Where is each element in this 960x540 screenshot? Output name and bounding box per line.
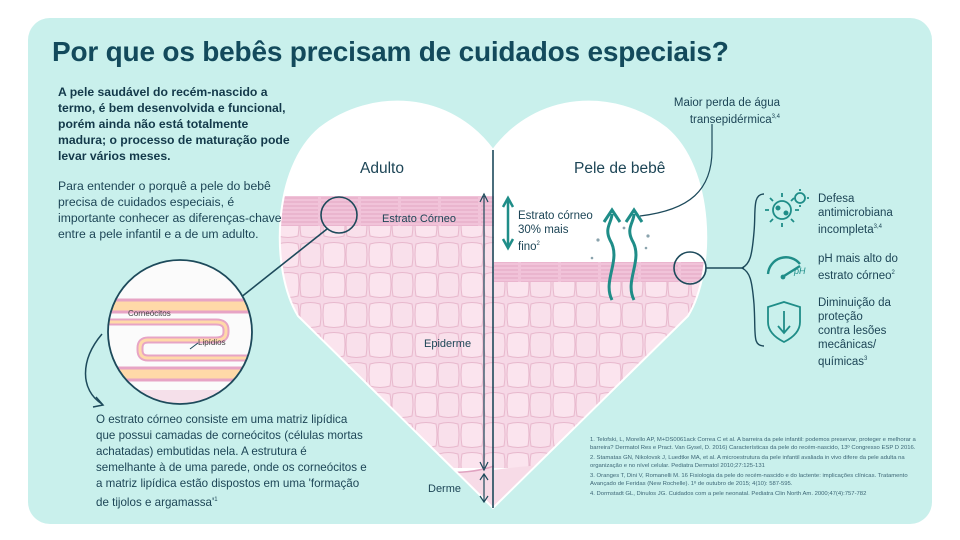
baby-stratum-line1: Estrato córneo bbox=[518, 210, 593, 222]
water-loss-arrows bbox=[602, 207, 644, 301]
reference-4: 4. Dormstadt GL, Dinulos JG. Cuidados co… bbox=[590, 491, 867, 497]
bricks-mortar-sup: 1 bbox=[214, 497, 218, 503]
feature-protection-line3: contra lesões bbox=[818, 325, 887, 337]
feature-protection-sup: 3 bbox=[864, 356, 868, 362]
reference-2: 2. Stamatas GN, Nikolovsk J, Luedtke MA,… bbox=[590, 455, 905, 469]
baby-stratum-label: Estrato córneo 30% mais fino2 bbox=[518, 209, 593, 254]
water-loss-sup: 3,4 bbox=[771, 114, 780, 120]
feature-protection: Diminuição da proteção contra lesões mec… bbox=[818, 296, 891, 369]
feature-antimicrobial: Defesa antimicrobiana incompleta3,4 bbox=[818, 192, 893, 237]
corneocytes-label: Corneócitos bbox=[128, 309, 171, 318]
bacteria-icon bbox=[765, 189, 809, 227]
references: 1. Telofski, L, Morello AP, M+DS0061ack … bbox=[590, 436, 920, 500]
adult-stratum-label: Estrato Córneo bbox=[382, 213, 456, 225]
explanation-text: Para entender o porquê a pele do bebê pr… bbox=[58, 179, 282, 241]
baby-stratum-sup: 2 bbox=[536, 241, 540, 247]
adult-thickness-arrow bbox=[479, 192, 489, 504]
feature-protection-line2: proteção bbox=[818, 311, 863, 323]
dermis-label: Derme bbox=[428, 483, 462, 495]
intro-text: A pele saudável do recém-nascido a termo… bbox=[58, 85, 290, 163]
water-loss-line1: Maior perda de água bbox=[673, 97, 780, 109]
inset-pointer-arrow bbox=[84, 333, 103, 405]
feature-ph-line2: estrato córneo bbox=[818, 269, 892, 282]
ph-gauge-icon bbox=[766, 256, 801, 280]
baby-stratum-arrow bbox=[501, 195, 515, 251]
feature-antimicrobial-line3: incompleta bbox=[818, 223, 874, 236]
water-droplets bbox=[590, 226, 650, 260]
reference-1: 1. Telofski, L, Morello AP, M+DS0061ack … bbox=[590, 437, 916, 451]
water-loss-label: Maior perda de água transepidérmica3,4 bbox=[658, 96, 780, 127]
shield-icon bbox=[767, 301, 801, 344]
page-title: Por que os bebês precisam de cuidados es… bbox=[52, 36, 729, 67]
feature-ph-line1: pH mais alto do bbox=[818, 253, 898, 265]
water-loss-line2: transepidérmica bbox=[689, 113, 772, 126]
lipids-label: Lipídios bbox=[198, 338, 226, 347]
bricks-mortar-text: O estrato córneo consiste em uma matriz … bbox=[96, 412, 368, 511]
feature-ph: pH mais alto do estrato córneo2 bbox=[818, 252, 898, 283]
zoom-connector bbox=[239, 228, 328, 299]
feature-antimicrobial-line2: antimicrobiana bbox=[818, 207, 893, 219]
ph-badge: pH bbox=[794, 266, 806, 276]
feature-protection-line4: mecânicas/ bbox=[818, 339, 877, 351]
baby-stratum-line3: fino bbox=[518, 240, 537, 253]
adult-zoom-circle bbox=[320, 196, 358, 234]
adult-title: Adulto bbox=[360, 160, 404, 177]
bricks-mortar-body: O estrato córneo consiste em uma matriz … bbox=[96, 413, 367, 509]
epidermis-label: Epiderme bbox=[424, 338, 472, 350]
feature-ph-sup: 2 bbox=[891, 270, 895, 276]
feature-protection-line1: Diminuição da bbox=[818, 297, 891, 309]
feature-antimicrobial-sup: 3,4 bbox=[873, 224, 882, 230]
features-bracket bbox=[740, 193, 765, 347]
water-loss-pointer bbox=[639, 124, 713, 217]
baby-title: Pele de bebê bbox=[574, 160, 666, 177]
reference-3: 3. Oranges T, Dini V, Romanelli M. 16 Fi… bbox=[590, 473, 908, 487]
baby-stratum-line2: 30% mais bbox=[518, 224, 569, 236]
feature-antimicrobial-line1: Defesa bbox=[818, 193, 855, 205]
feature-protection-line5: químicas bbox=[818, 355, 865, 368]
